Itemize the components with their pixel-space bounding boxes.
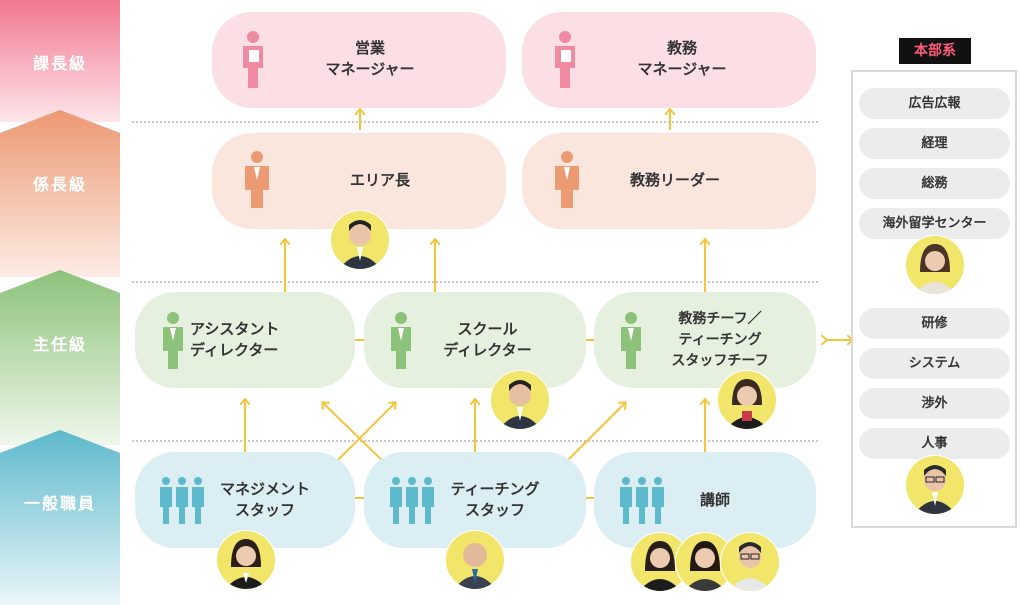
level-band-shunin bbox=[0, 270, 120, 445]
people-group-icon bbox=[620, 477, 664, 524]
people-group-icon bbox=[160, 477, 204, 524]
avatar bbox=[717, 370, 777, 430]
person-icon bbox=[391, 312, 411, 369]
role-label-teaching-staff: ティーチング スタッフ bbox=[450, 480, 540, 519]
role-label-edu-chief: 教務チーフ／ ティーチング スタッフチーフ bbox=[671, 311, 769, 369]
person-icon bbox=[245, 151, 269, 208]
hq-item: システム bbox=[859, 348, 1010, 379]
level-label-ippan: 一般職員 bbox=[23, 494, 96, 513]
hq-item: 総務 bbox=[859, 168, 1010, 199]
level-label-shunin: 主任級 bbox=[32, 335, 87, 354]
avatar bbox=[216, 530, 276, 590]
arrow-mgmt-to-sd bbox=[329, 403, 395, 469]
role-label-sales-manager: 営業 マネージャー bbox=[325, 39, 415, 78]
arrow-teach-to-ad bbox=[323, 403, 391, 469]
avatar bbox=[445, 530, 505, 590]
role-label-mgmt-staff: マネジメント スタッフ bbox=[219, 480, 310, 519]
role-label-edu-leader: 教務リーダー bbox=[629, 171, 720, 189]
arrow-teach-to-chief bbox=[559, 403, 625, 469]
person-icon bbox=[555, 151, 579, 208]
level-label-kakaricho: 係長級 bbox=[32, 175, 87, 194]
person-icon bbox=[555, 31, 575, 88]
avatar bbox=[905, 235, 965, 295]
avatar bbox=[905, 455, 965, 515]
avatar bbox=[330, 210, 390, 270]
person-icon bbox=[621, 312, 641, 369]
hq-item: 研修 bbox=[859, 308, 1010, 339]
role-label-school-director: スクール ディレクター bbox=[443, 320, 532, 359]
role-label-instructor: 講師 bbox=[699, 491, 730, 509]
hq-item: 広告広報 bbox=[859, 88, 1010, 119]
person-icon bbox=[163, 312, 183, 369]
role-label-edu-manager: 教務 マネージャー bbox=[637, 39, 727, 78]
avatar bbox=[630, 532, 690, 592]
level-band-ippan bbox=[0, 430, 120, 605]
avatar bbox=[720, 532, 780, 592]
hq-item: 渉外 bbox=[859, 388, 1010, 419]
person-icon bbox=[243, 31, 263, 88]
level-arrows bbox=[0, 110, 120, 605]
separator-2 bbox=[132, 281, 818, 283]
role-label-area-chief: エリア長 bbox=[349, 171, 410, 189]
level-label-kacho: 課長級 bbox=[32, 54, 87, 73]
hq-item: 人事 bbox=[859, 428, 1010, 459]
people-group-icon bbox=[390, 477, 434, 524]
separator-1 bbox=[132, 121, 818, 123]
role-label-assistant-director: アシスタント ディレクター bbox=[190, 320, 280, 359]
level-band-kakaricho bbox=[0, 110, 120, 277]
hq-item: 海外留学センター bbox=[859, 208, 1010, 239]
level-band-kacho bbox=[0, 0, 120, 122]
hq-title: 本部系 bbox=[899, 38, 971, 64]
avatar bbox=[490, 370, 550, 430]
hq-item: 経理 bbox=[859, 128, 1010, 159]
